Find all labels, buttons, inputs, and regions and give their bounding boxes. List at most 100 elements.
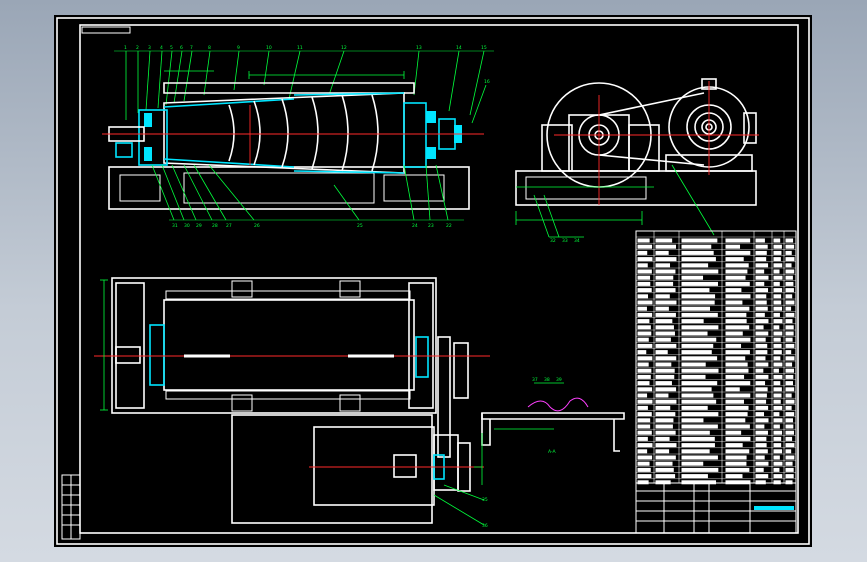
parts-list-cell-text — [725, 288, 742, 293]
parts-list-cell-text — [785, 331, 794, 336]
parts-list-cell-text — [755, 449, 768, 454]
drive-belt — [598, 92, 705, 166]
parts-list-cell-text — [725, 424, 750, 429]
parts-list-cell-text — [655, 350, 668, 355]
parts-list-cell-text — [773, 393, 782, 398]
parts-list-cell-text — [755, 319, 769, 324]
parts-list-cell-text — [655, 430, 676, 435]
svg-text:31: 31 — [172, 223, 178, 229]
parts-list-cell-text — [725, 300, 743, 305]
parts-list-cell-text — [681, 288, 710, 293]
parts-list-cell-text — [655, 461, 673, 466]
parts-list-cell-text — [773, 306, 783, 311]
plan-frame — [111, 277, 437, 414]
parts-list-cell-text — [655, 288, 676, 293]
parts-list-cell-text — [681, 257, 716, 262]
parts-list-cell-text — [785, 294, 793, 299]
parts-list-cell-text — [725, 312, 747, 317]
parts-list-cell-text — [637, 343, 653, 348]
parts-list-cell-text — [725, 449, 750, 454]
parts-list-cell-text — [785, 269, 795, 274]
parts-list-cell-text — [755, 263, 769, 268]
parts-list-cell-text — [773, 374, 783, 379]
parts-list-cell-text — [681, 467, 719, 472]
title-block — [635, 482, 797, 534]
parts-list-cell-text — [725, 257, 744, 262]
parts-list-cell-text — [681, 393, 714, 398]
parts-list-cell-text — [655, 474, 676, 479]
parts-list-cell-text — [681, 455, 718, 460]
parts-list-cell-text — [637, 374, 651, 379]
parts-list-cell-text — [655, 467, 674, 472]
svg-text:12: 12 — [341, 45, 347, 51]
parts-list-cell-text — [755, 424, 765, 429]
parts-list-cell-text — [681, 356, 718, 361]
parts-list-cell-text — [785, 449, 792, 454]
parts-list-cell-text — [725, 381, 751, 386]
parts-list-cell-text — [655, 362, 672, 367]
svg-text:34: 34 — [574, 238, 580, 244]
parts-list-cell-text — [655, 306, 669, 311]
parts-list-cell-text — [681, 281, 718, 286]
parts-list-cell-text — [785, 480, 793, 485]
parts-list-cell-text — [773, 312, 780, 317]
parts-list-cell-text — [725, 368, 749, 373]
parts-list-cell-text — [725, 306, 750, 311]
parts-list-cell-text — [785, 412, 795, 417]
parts-list-cell-text — [755, 381, 766, 386]
parts-list-cell-text — [681, 337, 717, 342]
parts-list-cell-text — [773, 356, 781, 361]
parts-list-cell-text — [725, 443, 743, 448]
parts-list-cell-text — [725, 393, 751, 398]
parts-list-cell-text — [637, 263, 648, 268]
parts-list-cell-text — [637, 467, 651, 472]
parts-list-cell-text — [755, 325, 764, 330]
svg-text:30: 30 — [184, 223, 190, 229]
parts-list-cell-text — [755, 331, 769, 336]
parts-list-cell-text — [785, 436, 793, 441]
parts-list-cell-text — [755, 418, 769, 423]
parts-list-cell-text — [725, 337, 751, 342]
parts-list-cell-text — [785, 474, 794, 479]
parts-list-cell-text — [785, 250, 792, 255]
parts-list-cell-text — [785, 356, 795, 361]
svg-text:7: 7 — [190, 45, 193, 51]
parts-list-cell-text — [655, 455, 676, 460]
parts-list-cell-text — [637, 288, 652, 293]
parts-list-cell-text — [755, 461, 769, 466]
parts-list-cell-text — [637, 238, 650, 243]
parts-list-cell-text — [785, 399, 795, 404]
parts-list-cell-text — [725, 430, 742, 435]
parts-list-cell-text — [655, 356, 677, 361]
parts-list-cell-text — [785, 319, 793, 324]
parts-list-cell-text — [655, 424, 673, 429]
parts-list-cell-text — [755, 343, 768, 348]
parts-list-cell-text — [755, 474, 769, 479]
parts-list-cell-text — [755, 281, 765, 286]
parts-list-cell-text — [681, 319, 704, 324]
parts-list-cell-text — [785, 257, 795, 262]
parts-list-cell-text — [755, 368, 764, 373]
parts-list-cell-text — [637, 244, 653, 249]
parts-list-cell-text — [681, 399, 717, 404]
parts-list-cell-text — [725, 387, 740, 392]
parts-list-cell-text — [755, 467, 764, 472]
parts-list-cell-text — [755, 387, 768, 392]
parts-list-cell-text — [725, 436, 751, 441]
parts-list-cell-text — [681, 300, 715, 305]
parts-list-cell-text — [655, 269, 676, 274]
parts-list-cell-text — [637, 350, 647, 355]
parts-list-cell-text — [681, 461, 704, 466]
parts-list-cell-text — [655, 405, 671, 410]
parts-list-cell-text — [637, 399, 653, 404]
parts-list-cell-text — [755, 312, 765, 317]
parts-list-cell-text — [785, 263, 792, 268]
parts-list-cell-text — [785, 405, 792, 410]
parts-list — [635, 230, 797, 485]
parts-list-cell-text — [655, 443, 677, 448]
parts-list-cell-text — [725, 244, 741, 249]
parts-list-cell-text — [773, 399, 781, 404]
